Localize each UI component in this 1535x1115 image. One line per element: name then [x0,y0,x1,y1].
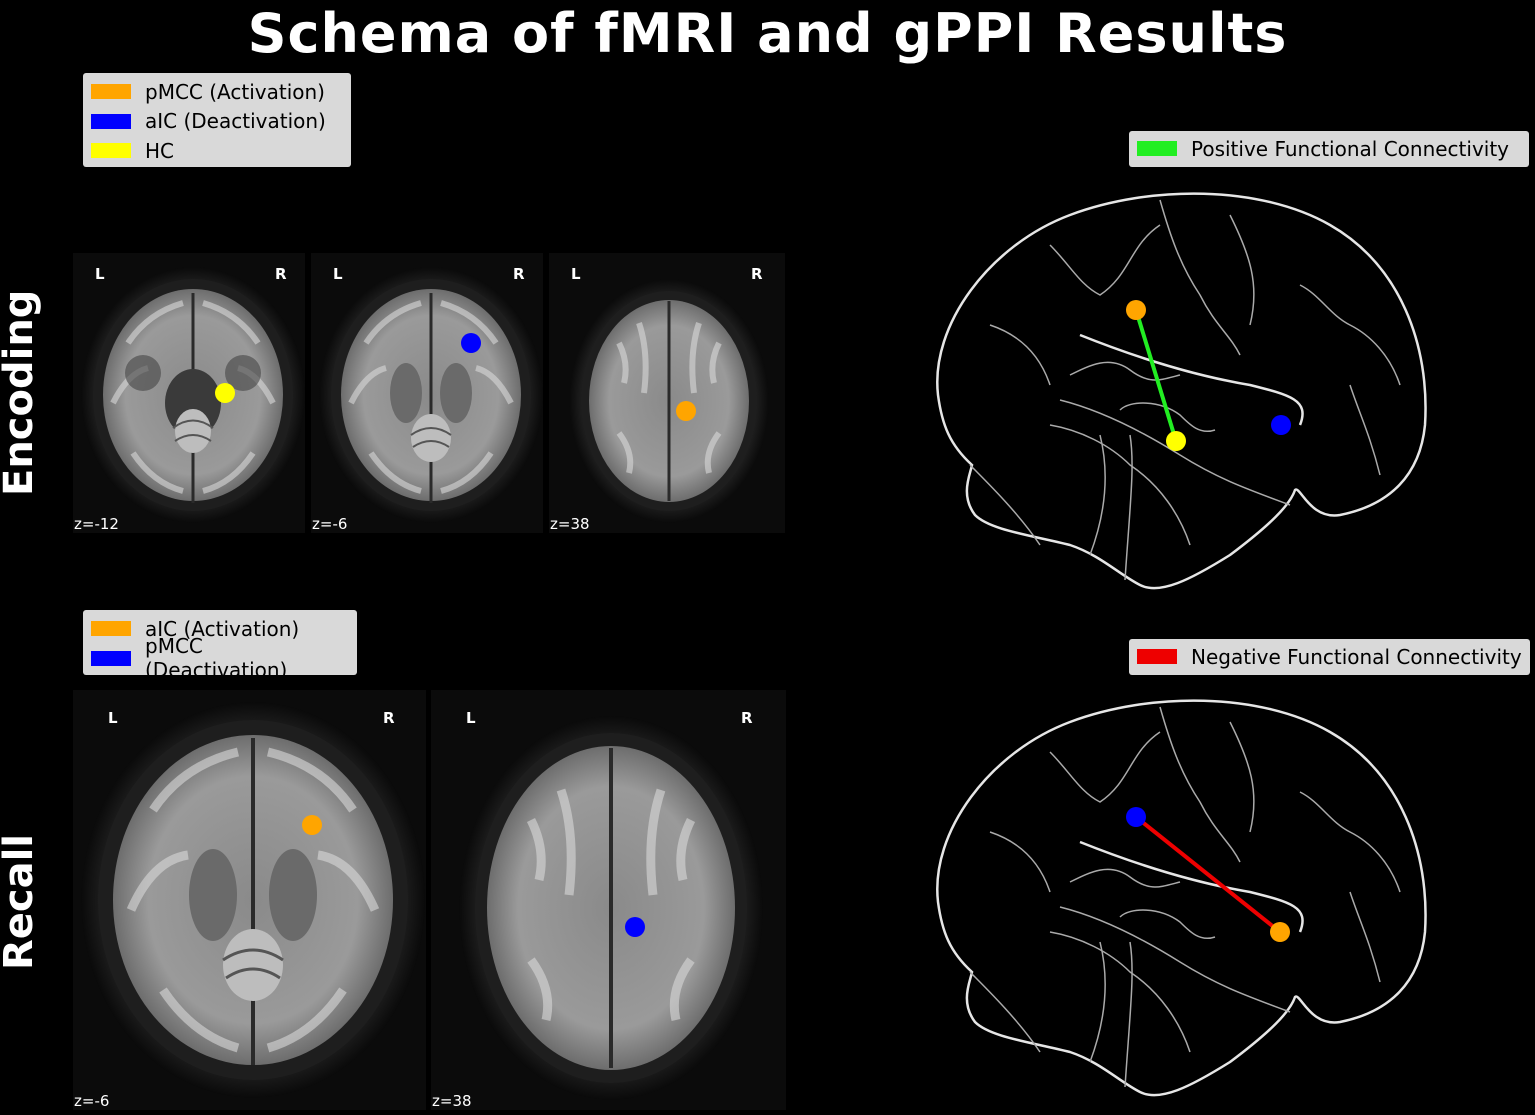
legend-label: pMCC (Activation) [145,79,325,104]
encoding-slice-z38: L R z=38 [549,253,785,533]
legend-swatch [91,143,131,159]
legend-swatch [91,650,131,666]
legend-item: aIC (Deactivation) [91,107,343,137]
figure-title: Schema of fMRI and gPPI Results [247,2,1288,65]
glass-node-pmcc [1126,300,1146,320]
slice-z-label: z=38 [432,1092,472,1110]
right-hemisphere-label: R [513,265,525,283]
legend-label: Negative Functional Connectivity [1191,644,1522,669]
positive-connectivity-edge [1134,309,1178,442]
negative-connectivity-edge [1134,815,1282,934]
legend-label: aIC (Activation) [145,616,300,641]
legend-swatch [1137,649,1177,665]
axial-slice-image [549,253,785,533]
recall-glass-brain [930,692,1430,1107]
legend-label: aIC (Deactivation) [145,109,326,134]
axial-slice-image [311,253,543,533]
legend-item: pMCC (Deactivation) [91,634,349,682]
glass-brain-outline [936,192,1427,590]
region-marker-pmcc [625,917,645,937]
encoding-slice-z-6: L R z=-6 [311,253,543,533]
recall-region-legend: aIC (Activation) pMCC (Deactivation) [83,610,357,682]
right-hemisphere-label: R [383,709,395,727]
glass-node-pmcc [1126,807,1146,827]
recall-slice-z-6: L R z=-6 [73,690,426,1110]
legend-swatch [91,84,131,100]
legend-item: aIC (Activation) [91,614,349,644]
legend-swatch [1137,141,1177,157]
right-hemisphere-label: R [275,265,287,283]
right-hemisphere-label: R [741,709,753,727]
legend-label: Positive Functional Connectivity [1191,136,1510,161]
negative-connectivity-legend: Negative Functional Connectivity [1129,639,1530,675]
axial-slice-image [73,690,426,1110]
left-hemisphere-label: L [108,709,118,727]
slice-z-label: z=-12 [74,515,119,533]
encoding-region-legend: pMCC (Activation) aIC (Deactivation) HC [83,73,351,167]
legend-item: Negative Functional Connectivity [1137,642,1522,672]
region-marker-aic [461,333,481,353]
glass-brain-outline [936,699,1427,1097]
legend-label: pMCC (Deactivation) [145,634,288,683]
slice-z-label: z=-6 [312,515,348,533]
legend-item: HC [91,136,343,166]
region-marker-aic [302,815,322,835]
encoding-slice-z-12: L R z=-12 [73,253,305,533]
row-label-recall: Recall [0,833,42,971]
axial-slice-image [73,253,305,533]
slice-z-label: z=-6 [74,1092,110,1110]
glass-node-aic [1271,415,1291,435]
legend-item: Positive Functional Connectivity [1137,134,1521,164]
region-marker-hc [215,383,235,403]
region-marker-pmcc [676,401,696,421]
left-hemisphere-label: L [95,265,105,283]
glass-node-hc [1166,431,1186,451]
left-hemisphere-label: L [466,709,476,727]
legend-label: HC [145,138,175,163]
legend-item: pMCC (Activation) [91,77,343,107]
left-hemisphere-label: L [333,265,343,283]
row-label-encoding: Encoding [0,289,42,496]
axial-slice-image [431,690,786,1110]
right-hemisphere-label: R [751,265,763,283]
encoding-glass-brain [930,185,1430,600]
glass-node-aic [1270,922,1290,942]
legend-swatch [91,621,131,637]
positive-connectivity-legend: Positive Functional Connectivity [1129,131,1529,167]
left-hemisphere-label: L [571,265,581,283]
recall-slice-z38: L R z=38 [431,690,786,1110]
slice-z-label: z=38 [550,515,590,533]
legend-swatch [91,113,131,129]
